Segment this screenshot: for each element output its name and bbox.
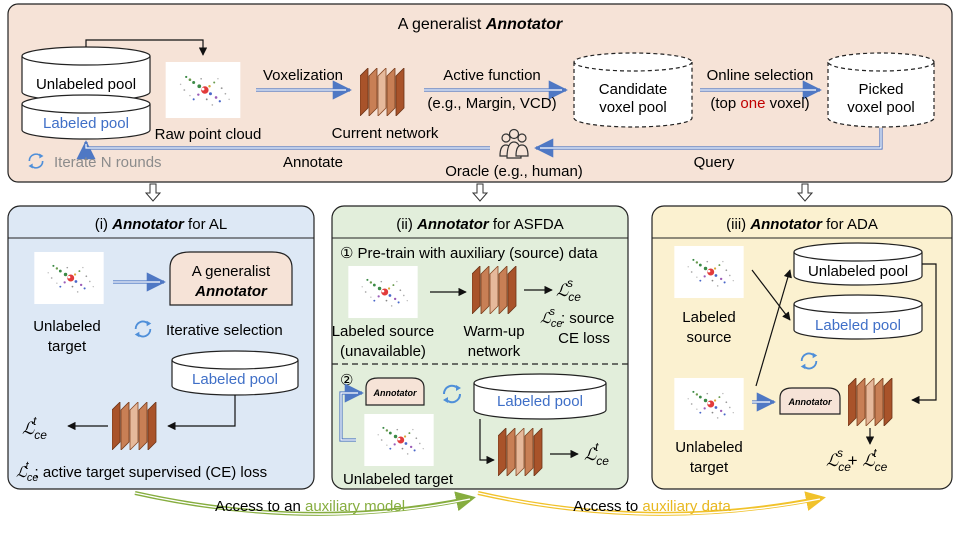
asfda-title: (ii) Annotator for ASFDA	[396, 216, 564, 233]
asfda-step2-num: ②	[340, 372, 353, 389]
labeled-pool-label: Labeled pool	[43, 115, 129, 132]
auxiliary-model-label: Access to an auxiliary model	[215, 498, 405, 515]
oracle-people-icon	[499, 128, 529, 159]
top-panel: A generalist Annotator Unlabeled pool La…	[7, 3, 953, 183]
asfda-source-loss-symbol: ℒces	[556, 276, 581, 304]
candidate-label-line2: voxel pool	[599, 99, 667, 116]
raw-point-cloud-label: Raw point cloud	[155, 126, 262, 143]
ada-unlabeled-pool-cylinder: Unlabeled pool	[793, 242, 923, 286]
ada-network-icon	[848, 378, 893, 426]
asfda-warmup-network-icon	[472, 266, 517, 314]
asfda-source-ce-caption: ℒces: source	[540, 306, 614, 330]
al-annotator-box	[169, 251, 293, 306]
asfda-labeled-pool-cylinder: Labeled pool	[473, 373, 607, 420]
al-unlabeled-line1: Unlabeled	[33, 318, 101, 335]
ada-combined-loss: ℒces + ℒcet	[826, 446, 888, 474]
down-arrow-al	[144, 183, 162, 202]
al-annotator-line2: Annotator	[194, 283, 268, 300]
al-panel: (i) Annotator for AL Unlabeled target A …	[7, 205, 315, 490]
top-one-voxel-label: (top one voxel)	[710, 95, 809, 112]
ada-unlabeled-target-image	[674, 378, 744, 430]
picked-pool-cylinder: Picked voxel pool	[827, 52, 935, 128]
ada-annotator-chip	[779, 387, 841, 415]
al-unlabeled-target-image	[34, 252, 104, 304]
asfda-unavailable-label: (unavailable)	[340, 343, 426, 360]
ada-unlabeled-line1: Unlabeled	[675, 439, 743, 456]
ada-pool-to-net-arrow	[911, 263, 937, 405]
picked-label-line1: Picked	[858, 81, 903, 98]
current-network-label: Current network	[332, 125, 439, 142]
asfda-annotator-chip	[365, 377, 425, 406]
annotate-arrow-inner	[85, 144, 490, 149]
al-loss-symbol: ℒcet	[22, 414, 47, 442]
labeled-pool-cylinder: Labeled pool	[21, 94, 151, 140]
top-panel-bg	[7, 3, 953, 183]
ada-annotator-chip-label: Annotator	[788, 397, 832, 407]
ada-labeled-pool-cylinder: Labeled pool	[793, 294, 923, 340]
al-iterative-label: Iterative selection	[166, 322, 283, 339]
asfda-pool-to-net-arrow	[479, 419, 495, 465]
asfda-annotator-chip-label: Annotator	[373, 388, 417, 398]
unlabeled-pool-label: Unlabeled pool	[36, 76, 136, 93]
query-label: Query	[694, 154, 735, 171]
down-arrows	[144, 183, 814, 202]
al-network-icon	[112, 402, 157, 450]
auxiliary-data-label: Access to auxiliary data	[573, 498, 731, 515]
down-arrow-ada	[796, 183, 814, 202]
asfda-labeled-source-label: Labeled source	[332, 323, 435, 340]
voxelization-label: Voxelization	[263, 67, 343, 84]
asfda-warmup-line2: network	[468, 343, 521, 360]
al-labeled-pool-cylinder: Labeled pool	[171, 350, 299, 396]
active-function-label: Active function	[443, 67, 541, 84]
auxiliary-model-arrow-inner	[134, 492, 471, 515]
ada-title: (iii) Annotator for ADA	[726, 216, 878, 233]
query-arrow-inner	[540, 128, 882, 149]
iterate-label: Iterate N rounds	[54, 154, 162, 171]
al-pool-to-net-arrow	[167, 395, 236, 431]
ada-labeled-source-image	[674, 246, 744, 298]
picked-label-line2: voxel pool	[847, 99, 915, 116]
raw-point-cloud-image	[165, 62, 241, 118]
annotate-label: Annotate	[283, 154, 343, 171]
al-unlabeled-line2: target	[48, 338, 87, 355]
current-network-icon	[360, 68, 405, 116]
asfda-labeled-pool-label: Labeled pool	[497, 393, 583, 410]
asfda-loop-arrow-inner	[340, 392, 358, 441]
ada-unlabeled-line2: target	[690, 459, 729, 476]
active-function-examples: (e.g., Margin, VCD)	[427, 95, 556, 112]
asfda-unlabeled-target-label: Unlabeled target	[343, 471, 454, 488]
unlabeled-pool-cylinder: Unlabeled pool	[21, 46, 151, 102]
ada-source-to-labeled-arrow	[751, 269, 791, 321]
ada-labeled-line1: Labeled	[682, 309, 735, 326]
candidate-label-line1: Candidate	[599, 81, 667, 98]
top-title: A generalist Annotator	[398, 16, 563, 33]
asfda-warmup-line1: Warm-up	[463, 323, 524, 340]
asfda-target-loss-symbol: ℒcet	[584, 440, 609, 468]
candidate-pool-cylinder: Candidate voxel pool	[573, 52, 693, 128]
al-loss-caption: ℒcet: active target supervised (CE) loss	[16, 460, 267, 484]
auxiliary-data-arrow-inner	[477, 492, 821, 515]
oracle-label: Oracle (e.g., human)	[445, 163, 583, 180]
bottom-arrows: Access to an auxiliary model Access to a…	[134, 491, 826, 516]
ada-labeled-pool-label: Labeled pool	[815, 317, 901, 334]
asfda-labeled-source-image	[348, 266, 418, 318]
al-labeled-pool-label: Labeled pool	[192, 371, 278, 388]
down-arrow-asfda	[471, 183, 489, 202]
ada-target-to-unlabeled-arrow	[755, 269, 792, 387]
asfda-ce-loss-label: CE loss	[558, 330, 610, 347]
asfda-target-network-icon	[498, 428, 543, 476]
pool-to-cloud-arrow	[85, 39, 208, 56]
asfda-unlabeled-target-image	[364, 414, 434, 466]
online-selection-label: Online selection	[707, 67, 814, 84]
al-title: (i) Annotator for AL	[95, 216, 228, 233]
al-annotator-line1: A generalist	[192, 263, 271, 280]
ada-panel: (iii) Annotator for ADA Labeled source U…	[651, 205, 953, 490]
ada-unlabeled-pool-label: Unlabeled pool	[808, 263, 908, 280]
ada-labeled-line2: source	[686, 329, 731, 346]
